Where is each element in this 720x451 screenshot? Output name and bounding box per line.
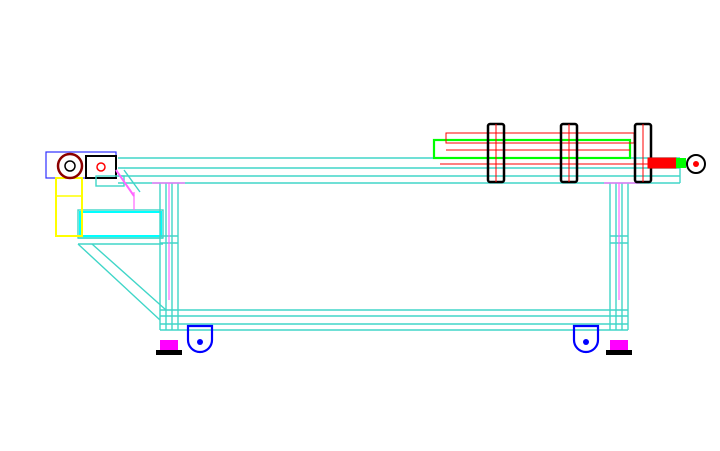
caster-wheel-icon: [186, 324, 600, 354]
leveling-foot-icon: [156, 340, 632, 355]
pulley-assembly: [432, 122, 706, 184]
drive-motor-icon: [45, 151, 141, 237]
conveyor-frame: [77, 157, 681, 331]
leg-accent: [152, 182, 640, 300]
